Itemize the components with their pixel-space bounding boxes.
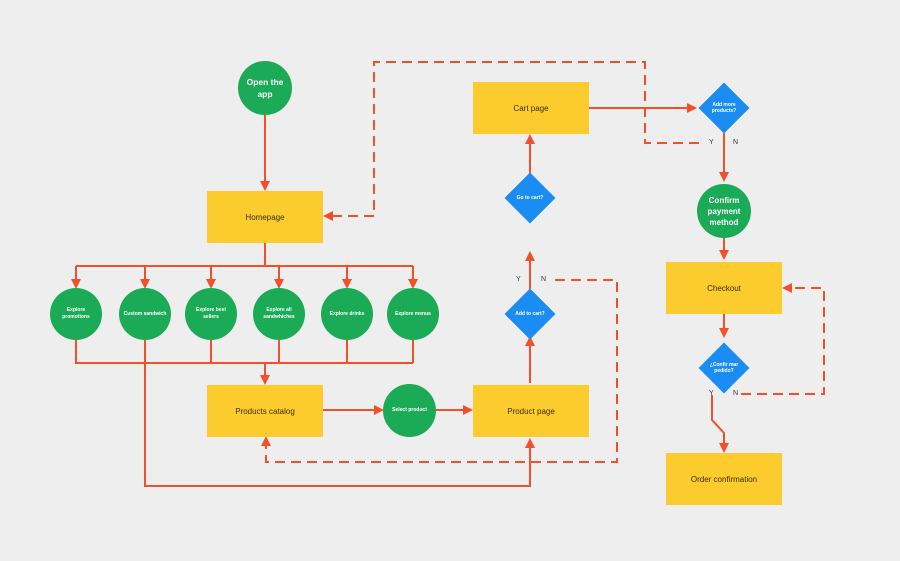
explore-drinks-label: Explore drinks <box>329 310 365 317</box>
explore-all-sandwiches-node: Explore all sandwhiches <box>253 288 305 340</box>
edge-homepage-fanout <box>76 243 413 267</box>
edge-addmore-yes-to-homepage <box>323 61 699 221</box>
explore-promotions-node: Explore promotions <box>50 288 102 340</box>
confirm-order-no-label: N <box>733 390 739 397</box>
confirm-order-label: ¿Confir mar pedido? <box>709 361 739 375</box>
checkout-label: Checkout <box>707 283 741 293</box>
confirm-payment-node: Confirm payment method <box>697 184 751 238</box>
product-page-label: Product page <box>507 406 555 416</box>
edge-explore-merge <box>75 340 414 364</box>
explore-menus-node: Explore menus <box>387 288 439 340</box>
explore-drinks-node: Explore drinks <box>321 288 373 340</box>
explore-menus-label: Explore menus <box>395 310 431 317</box>
checkout-node: Checkout <box>666 262 782 314</box>
explore-best-sellers-label: Explore best sellers <box>195 307 226 320</box>
add-to-cart-decision: Add to cart? <box>504 288 556 340</box>
explore-all-sandwiches-label: Explore all sandwhiches <box>263 307 295 320</box>
open-app-label: Open the app <box>246 77 284 99</box>
select-product-node: Select product <box>383 384 436 437</box>
add-more-products-decision: Add more products? <box>698 82 750 134</box>
homepage-label: Homepage <box>245 212 285 222</box>
go-to-cart-decision: Go to cart? <box>504 172 556 224</box>
explore-promotions-label: Explore promotions <box>62 307 90 320</box>
add-more-no-label: N <box>733 139 739 146</box>
homepage-node: Homepage <box>207 191 323 243</box>
go-to-cart-label: Go to cart? <box>516 194 544 201</box>
custom-sandwich-node: Custom sandwich <box>119 288 171 340</box>
edge-custom-to-product <box>144 340 535 487</box>
add-to-cart-yes-label: Y <box>516 276 521 283</box>
explore-best-sellers-node: Explore best sellers <box>185 288 237 340</box>
add-more-products-label: Add more products? <box>711 101 737 115</box>
cart-page-label: Cart page <box>513 103 549 113</box>
cart-page-node: Cart page <box>473 82 589 134</box>
edge-confirmorder-no-to-checkout <box>741 283 825 395</box>
confirm-order-decision: ¿Confir mar pedido? <box>698 342 750 394</box>
add-to-cart-label: Add to cart? <box>515 310 545 317</box>
open-app-node: Open the app <box>238 61 292 115</box>
add-more-yes-label: Y <box>709 139 714 146</box>
select-product-label: Select product <box>392 407 427 413</box>
order-confirmation-label: Order confirmation <box>690 474 758 484</box>
confirm-order-yes-label: Y <box>709 390 714 397</box>
product-page-node: Product page <box>473 385 589 437</box>
edge-add-no-to-catalog <box>261 279 618 463</box>
confirm-payment-label: Confirm payment method <box>707 195 741 227</box>
add-to-cart-no-label: N <box>541 276 547 283</box>
products-catalog-node: Products catalog <box>207 385 323 437</box>
edge-confirmorder-yes-to-confirmation <box>711 395 729 453</box>
order-confirmation-node: Order confirmation <box>666 453 782 505</box>
products-catalog-label: Products catalog <box>235 406 295 416</box>
custom-sandwich-label: Custom sandwich <box>123 310 167 317</box>
